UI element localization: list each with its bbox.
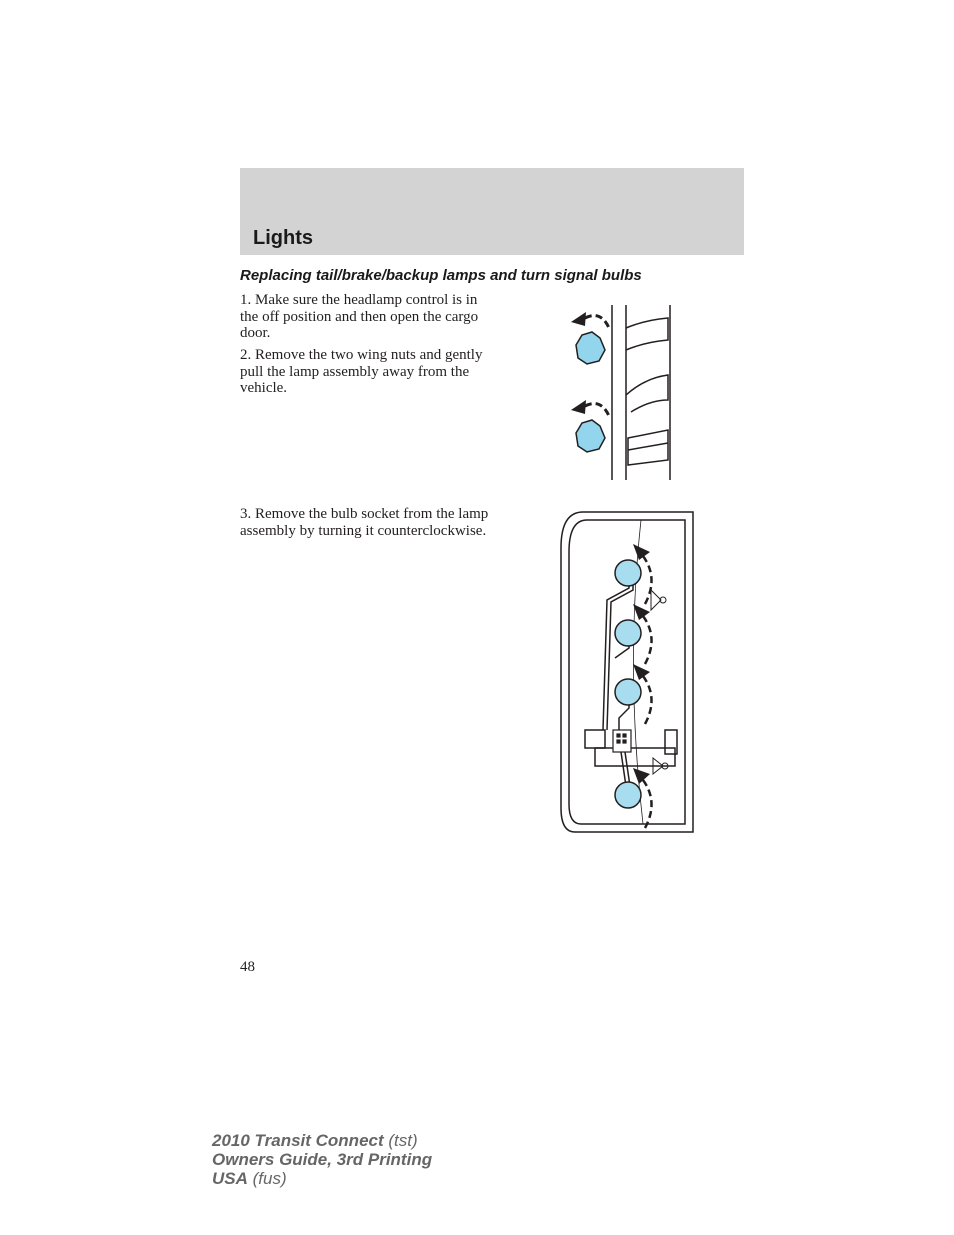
lamp-assembly-illustration — [560, 511, 694, 833]
subheading: Replacing tail/brake/backup lamps and tu… — [240, 267, 642, 284]
bulb-socket-icon — [614, 559, 642, 587]
step-1: 1. Make sure the headlamp control is in … — [240, 292, 479, 341]
wing-nut-icon — [575, 419, 606, 453]
connector — [612, 729, 632, 753]
bulb-socket-icon — [614, 781, 642, 809]
footer-model-code: (tst) — [388, 1131, 418, 1150]
footer-market-code: (fus) — [252, 1169, 287, 1188]
bulb-socket-4 — [614, 768, 653, 829]
wing-nut-bottom — [571, 400, 611, 453]
bulb-socket-1 — [614, 544, 653, 605]
counterclockwise-arrow-icon — [633, 664, 650, 680]
section-title: Lights — [253, 227, 313, 249]
bulb-socket-2 — [614, 604, 653, 665]
wing-nut-icon — [575, 331, 606, 365]
vehicle-frame-lines — [611, 305, 671, 480]
section-header-band — [240, 168, 744, 255]
counterclockwise-arrow-icon — [633, 604, 650, 620]
bulb-socket-icon — [614, 619, 642, 647]
counterclockwise-arrow-icon — [633, 768, 650, 784]
footer-guide: Owners Guide, 3rd Printing — [212, 1150, 433, 1169]
wing-nut-removal-illustration — [571, 305, 671, 480]
lamp-housing — [560, 511, 694, 833]
bulb-socket-3 — [614, 664, 653, 725]
wing-nut-top — [571, 312, 611, 365]
counterclockwise-arrow-icon — [584, 314, 611, 329]
mounting-studs — [650, 588, 669, 776]
step-3: 3. Remove the bulb socket from the lamp … — [240, 506, 489, 539]
footer-market: USA — [212, 1169, 248, 1188]
document-footer: 2010 Transit Connect (tst) Owners Guide,… — [212, 1131, 432, 1188]
step-2: 2. Remove the two wing nuts and gently p… — [240, 347, 483, 396]
page-number: 48 — [240, 959, 255, 975]
footer-model: 2010 Transit Connect — [212, 1131, 384, 1150]
counterclockwise-arrow-icon — [584, 402, 611, 417]
bulb-socket-icon — [614, 678, 642, 706]
counterclockwise-arrow-icon — [633, 544, 650, 560]
